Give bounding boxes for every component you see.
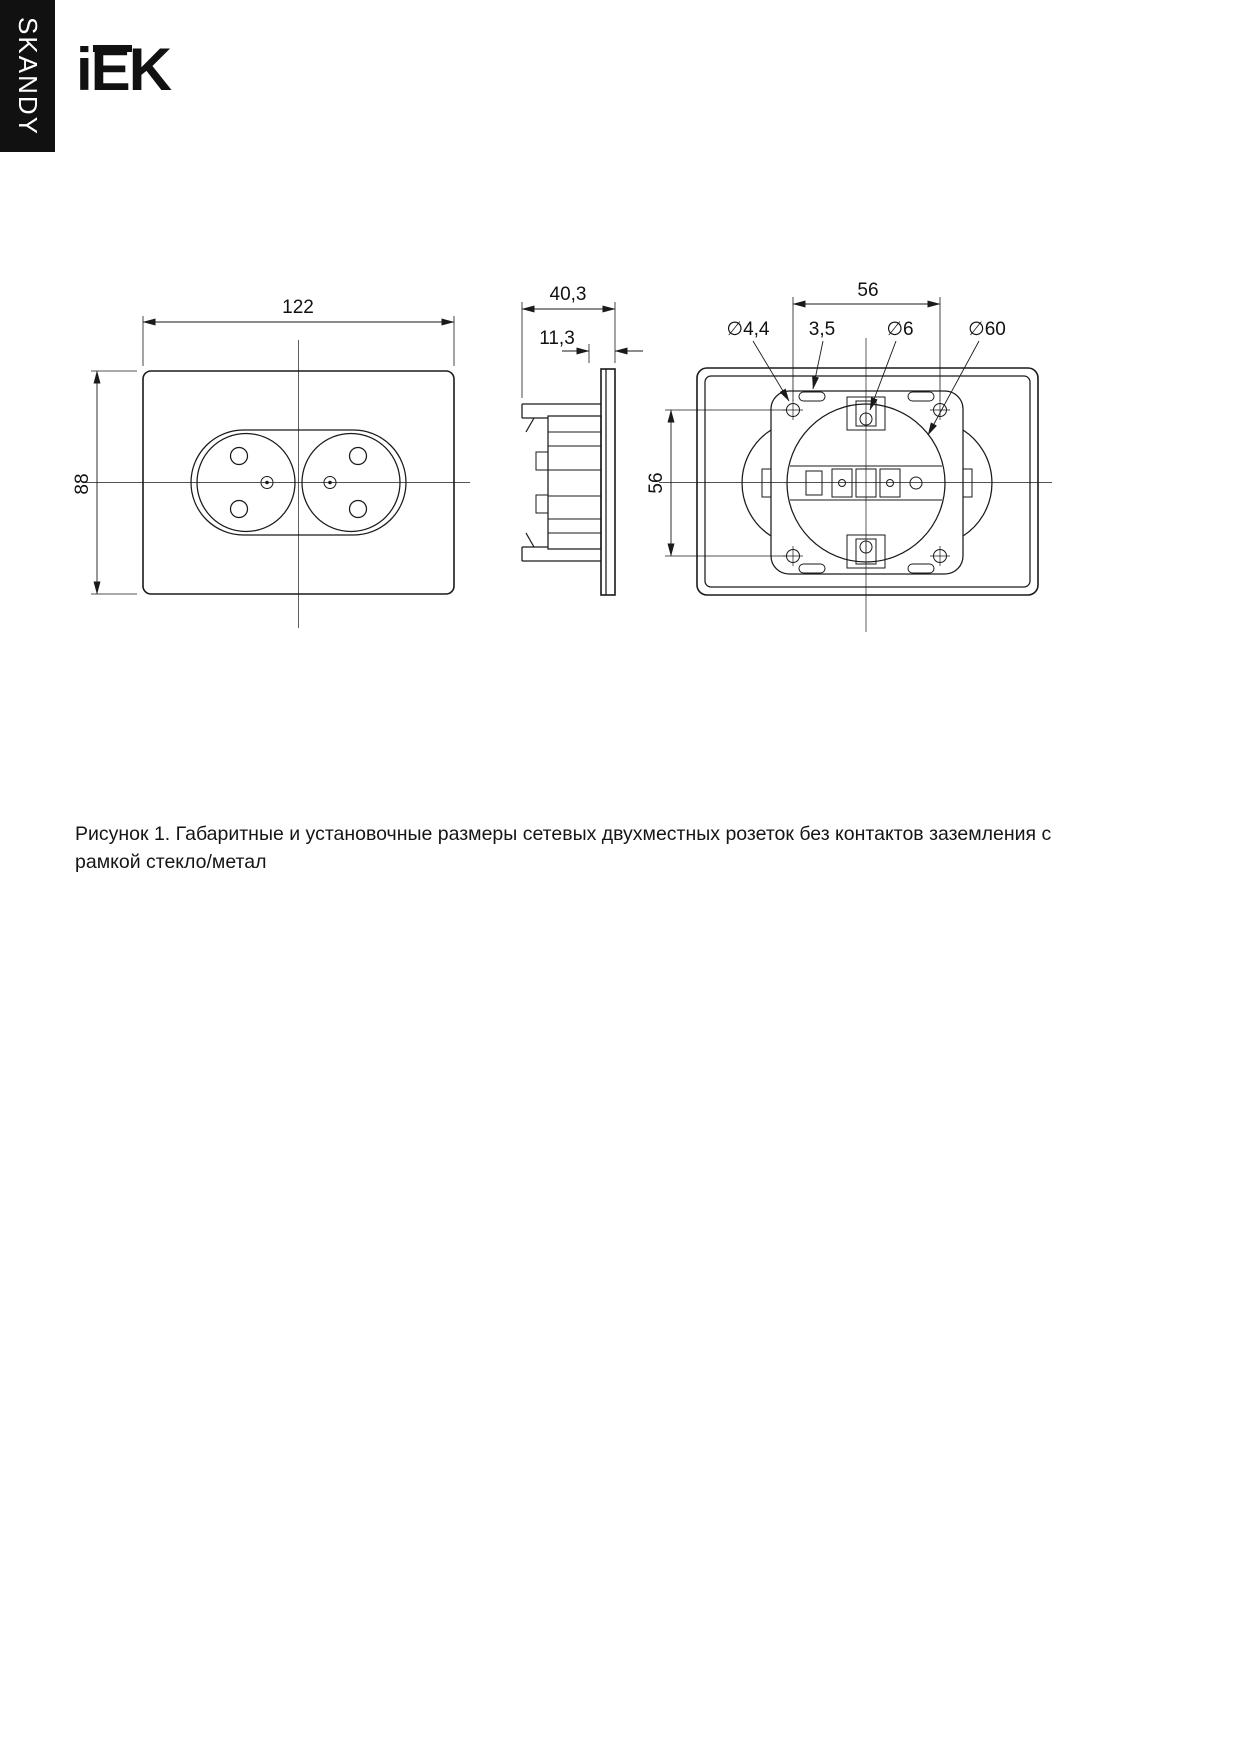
corner-screw-holes [783,400,950,566]
socket-circle-right [301,432,401,533]
back-view: 56 ∅4,4 3,5 ∅6 ∅60 56 [646,280,1052,632]
figure-caption: Рисунок 1. Габаритные и установочные раз… [75,823,1052,874]
side-terminal [535,451,549,471]
label-mount-circle-diameter: ∅60 [968,319,1006,340]
side-frame-plate [600,368,616,596]
pin-hole [229,499,249,519]
cover-screw [323,476,337,489]
front-frame-outline [142,370,455,595]
dim-front-height: 88 [72,473,93,494]
series-tab: SKANDY [0,0,55,152]
side-claw-top [525,417,535,433]
label-claw-screw-diameter: ∅6 [886,319,913,340]
leader-line [752,340,790,402]
cover-screw-dot [265,480,269,485]
socket-circle-left [196,432,296,533]
fixing-slot [798,563,826,574]
fixing-slot [798,391,826,402]
cover-screw-dot [328,480,332,485]
leader-line [869,340,897,411]
brand-logo: iEK [76,38,172,108]
front-view: 122 88 [72,297,470,628]
pin-hole [348,499,368,519]
fixing-slot [907,391,935,402]
dim-front-width: 122 [282,297,314,318]
technical-drawing: 122 88 40,3 11,3 [72,280,1052,632]
socket-body-bulge-right [962,429,993,537]
terminal-strip [761,465,973,501]
leader-line [812,340,824,390]
side-terminal [535,494,549,514]
back-frame-outline [696,367,1039,596]
side-claw-bottom [525,532,535,548]
label-slot-width: 3,5 [809,319,835,340]
fixing-slot [907,563,935,574]
dim-side-depth-total: 40,3 [550,284,587,305]
cover-screw [260,476,274,489]
figure-1: 122 88 40,3 11,3 [0,0,1239,780]
leader-line [927,340,980,436]
back-frame-inner [704,375,1031,588]
claw-bottom [846,534,886,569]
claw-top [846,396,886,431]
label-screw-hole-diameter: ∅4,4 [727,319,770,340]
dim-back-hole-spacing-h: 56 [857,280,878,301]
socket-body-bulge-left [741,429,772,537]
logo-e-bar [93,45,132,52]
pin-hole [348,446,368,466]
dim-side-depth-front: 11,3 [539,328,575,349]
side-mechanism-body [547,415,602,550]
side-view: 40,3 11,3 [521,284,643,596]
dim-back-hole-spacing-v: 56 [646,472,667,493]
mount-circle-60 [786,403,946,563]
socket-oval [190,429,407,536]
pin-hole [229,446,249,466]
